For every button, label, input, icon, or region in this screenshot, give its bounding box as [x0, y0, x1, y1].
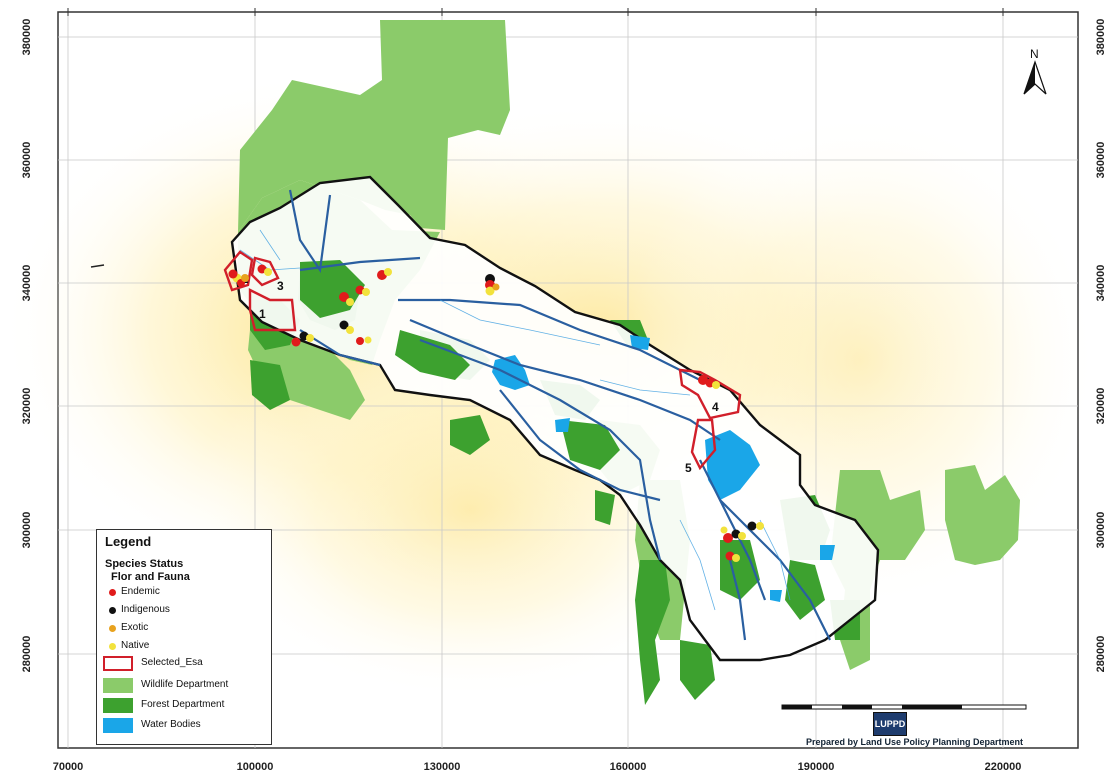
axis-tick-labels: 70000 100000 130000 160000 190000 220000 38000… — [21, 8, 1107, 773]
esa-5-outline — [690, 418, 717, 471]
exotic-dot-icon — [109, 625, 116, 632]
esa-label-1: 1 — [259, 307, 266, 321]
legend-item-label: Water Bodies — [141, 719, 201, 730]
esa-2-outline — [223, 250, 254, 292]
credit-text: Prepared by Land Use Policy Planning Dep… — [806, 737, 1024, 747]
water-swatch-icon — [103, 718, 133, 733]
watershed-boundary — [230, 175, 880, 662]
legend-item-label: Native — [121, 640, 150, 651]
legend-item-label: Selected_Esa — [141, 657, 203, 668]
legend-title: Legend — [105, 534, 152, 549]
species-cluster-west — [228, 264, 272, 287]
esa-label-4: 4 — [712, 400, 719, 414]
y-tick-label-right: 300000 — [1095, 512, 1107, 549]
y-tick-label-left: 320000 — [21, 388, 33, 425]
esa-1-outline — [248, 288, 297, 332]
species-cluster-central — [485, 274, 500, 296]
esa-outline-swatch-icon — [103, 656, 133, 671]
native-dot-icon — [109, 643, 116, 650]
x-tick-label: 70000 — [53, 761, 84, 773]
y-tick-label-left: 340000 — [21, 265, 33, 302]
legend-item-label: Exotic — [121, 622, 149, 633]
north-arrow-half — [1024, 62, 1035, 94]
scale-bar — [781, 704, 1027, 710]
north-arrow: N — [1023, 47, 1047, 95]
forest-swatch-icon — [103, 698, 133, 713]
luppd-logo: LUPPD — [873, 712, 907, 736]
endemic-dot-icon — [109, 589, 116, 596]
species-cluster-east — [698, 375, 720, 389]
forest-inner — [300, 260, 825, 620]
indigenous-dot-icon — [109, 607, 116, 614]
y-tick-label-left: 280000 — [21, 636, 33, 673]
esa-4-outline — [678, 368, 742, 420]
legend-item-label: Forest Department — [141, 699, 225, 710]
y-tick-label-left: 300000 — [21, 512, 33, 549]
x-tick-label: 190000 — [798, 761, 835, 773]
x-tick-label: 160000 — [610, 761, 647, 773]
rivers — [288, 189, 831, 641]
species-cluster-southeast — [720, 521, 764, 562]
selected-esa-outlines — [223, 250, 742, 471]
wildlife-swatch-icon — [103, 678, 133, 693]
y-tick-label-right: 320000 — [1095, 388, 1107, 425]
stray-line — [90, 264, 105, 268]
species-cluster-north — [291, 268, 392, 347]
legend-item-label: Wildlife Department — [141, 679, 229, 690]
legend-subtitle: Species Status — [105, 558, 184, 570]
y-tick-label-left: 360000 — [21, 142, 33, 179]
esa-label-3: 3 — [277, 279, 284, 293]
y-tick-label-right: 380000 — [1095, 19, 1107, 56]
y-tick-label-right: 340000 — [1095, 265, 1107, 302]
north-label: N — [1030, 47, 1039, 61]
species-points — [228, 264, 764, 562]
y-tick-label-right: 280000 — [1095, 636, 1107, 673]
x-tick-label: 220000 — [985, 761, 1022, 773]
y-tick-label-left: 380000 — [21, 19, 33, 56]
legend-panel: Legend Species Status Flor and Fauna End… — [96, 529, 272, 745]
legend-item-label: Endemic — [121, 586, 160, 597]
y-tick-label-right: 360000 — [1095, 142, 1107, 179]
x-tick-label: 130000 — [424, 761, 461, 773]
esa-3-outline — [250, 256, 280, 287]
esa-label-5: 5 — [685, 461, 692, 475]
legend-item-label: Indigenous — [121, 604, 170, 615]
x-tick-label: 100000 — [237, 761, 274, 773]
legend-subtitle2: Flor and Fauna — [111, 571, 190, 583]
